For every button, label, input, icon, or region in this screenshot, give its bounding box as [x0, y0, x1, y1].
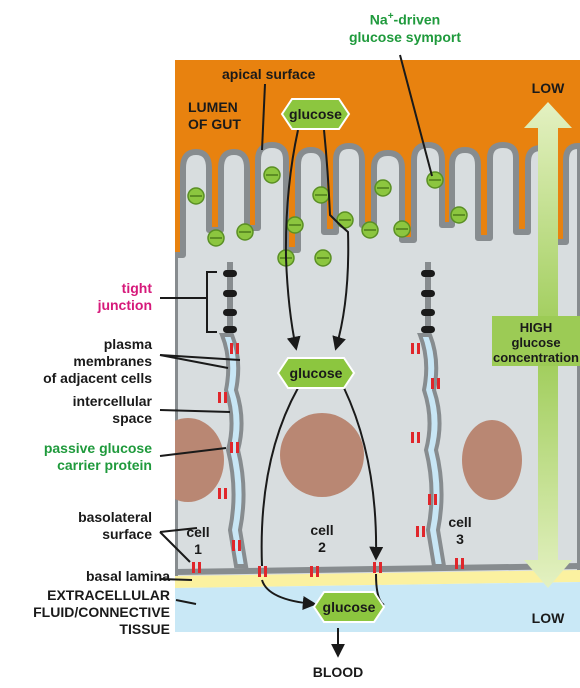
glucose-box-mid: [276, 357, 356, 389]
symport-label: Na+-driven glucose symport: [348, 11, 462, 45]
glucose-top-label: glucose: [289, 106, 342, 122]
glucose-box-bottom: [312, 591, 386, 623]
nucleus-cell-1: [175, 418, 224, 502]
basal-lamina-label: basal lamina: [85, 568, 170, 584]
nucleus-cell-2: [280, 413, 364, 497]
basal-membrane: [175, 563, 580, 575]
glucose-pathway-arrows: [260, 129, 385, 658]
glucose-mid-label: glucose: [289, 365, 343, 381]
symporters: [187, 166, 468, 267]
passive-carriers: [192, 343, 464, 577]
apical-surface-label: apical surface: [222, 66, 316, 82]
gradient-high-box: [492, 316, 580, 366]
gradient-low-bottom-label: LOW: [531, 610, 565, 626]
gradient-low-top-label: LOW: [531, 80, 565, 96]
blood-label: BLOOD: [312, 664, 364, 680]
nucleus-cell-3: [462, 420, 522, 500]
leader-lines: [159, 54, 433, 605]
tight-junction-right: [421, 270, 435, 333]
glucose-bottom-label: glucose: [322, 599, 376, 615]
tight-junction-left: [223, 270, 237, 333]
glucose-box-top: [280, 98, 351, 130]
